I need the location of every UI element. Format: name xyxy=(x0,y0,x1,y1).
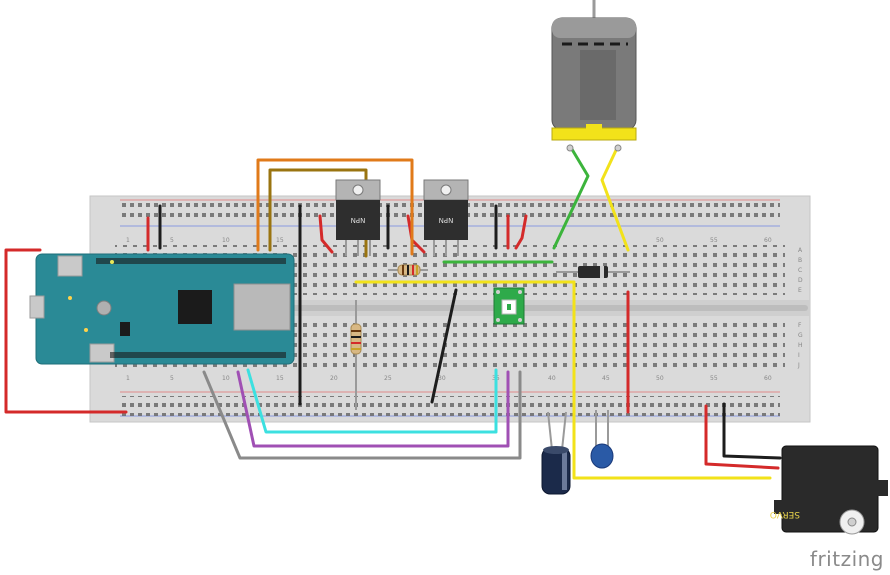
electrolytic-capacitor[interactable] xyxy=(541,411,571,495)
servo-motor[interactable]: SERVO xyxy=(770,445,888,535)
row-label: D xyxy=(798,277,803,284)
column-number: 15 xyxy=(276,375,284,382)
row-label: J xyxy=(797,362,800,369)
wire-gray-signal[interactable] xyxy=(202,370,522,460)
transistor-1[interactable]: NPN xyxy=(335,179,381,256)
column-number: 25 xyxy=(384,375,392,382)
fritzing-logo: fritzing xyxy=(809,547,884,571)
column-number: 5 xyxy=(170,375,174,382)
wires xyxy=(4,144,782,480)
column-number: 1 xyxy=(126,237,130,244)
row-label: I xyxy=(798,352,800,359)
wire-orange-signal[interactable] xyxy=(256,158,414,256)
row-label: C xyxy=(798,267,802,274)
servo-label: SERVO xyxy=(770,509,800,519)
column-number: 40 xyxy=(548,375,556,382)
transistor-label: NPN xyxy=(351,216,366,224)
pin-header-bottom xyxy=(110,352,286,358)
transistor-2[interactable]: NPN xyxy=(423,179,469,256)
row-label: F xyxy=(798,322,802,329)
dc-motor[interactable] xyxy=(551,0,637,152)
column-number: 10 xyxy=(222,375,230,382)
wifi-module xyxy=(233,283,291,331)
column-number: 50 xyxy=(656,237,664,244)
column-number: 60 xyxy=(764,237,772,244)
row-label: A xyxy=(798,247,803,254)
wire-red-servo[interactable] xyxy=(704,404,780,470)
wire-red-power[interactable] xyxy=(4,248,128,414)
wire-black-diagonal[interactable] xyxy=(430,288,458,404)
wire-yellow-servo[interactable] xyxy=(354,280,772,480)
ic xyxy=(120,322,130,336)
arduino-board[interactable] xyxy=(29,253,295,365)
wire-green-motor[interactable] xyxy=(552,144,590,250)
column-number: 60 xyxy=(764,375,772,382)
resistor-vertical[interactable] xyxy=(350,300,362,410)
diode[interactable] xyxy=(556,266,630,278)
bottom-power-rail xyxy=(120,391,780,417)
wire-red-jumper[interactable] xyxy=(514,214,528,250)
ceramic-capacitor[interactable] xyxy=(590,410,614,469)
wire-cyan-signal[interactable] xyxy=(246,368,498,434)
column-number: 45 xyxy=(602,375,610,382)
column-number: 1 xyxy=(126,375,130,382)
wire-red-jumper[interactable] xyxy=(318,214,334,254)
resistor-horizontal[interactable] xyxy=(388,264,428,276)
column-number: 55 xyxy=(710,237,718,244)
column-number: 55 xyxy=(710,375,718,382)
pin-header-top xyxy=(96,258,286,264)
row-label: B xyxy=(798,257,802,264)
wire-black-servo[interactable] xyxy=(722,402,782,460)
breakout-module[interactable] xyxy=(493,287,525,325)
reset-button[interactable] xyxy=(96,300,112,316)
column-number: 10 xyxy=(222,237,230,244)
column-number: 5 xyxy=(170,237,174,244)
row-label: H xyxy=(798,342,803,349)
row-label: E xyxy=(798,287,802,294)
column-number: 30 xyxy=(438,375,446,382)
column-number: 15 xyxy=(276,237,284,244)
column-number: 20 xyxy=(330,375,338,382)
header-socket xyxy=(57,255,83,277)
microcontroller-chip xyxy=(178,290,212,324)
row-label: G xyxy=(798,332,803,339)
column-number: 50 xyxy=(656,375,664,382)
wire-purple-signal[interactable] xyxy=(236,370,510,448)
wire-yellow-motor[interactable] xyxy=(600,144,630,252)
transistor-label: NPN xyxy=(439,216,454,224)
usb-connector xyxy=(29,295,45,319)
